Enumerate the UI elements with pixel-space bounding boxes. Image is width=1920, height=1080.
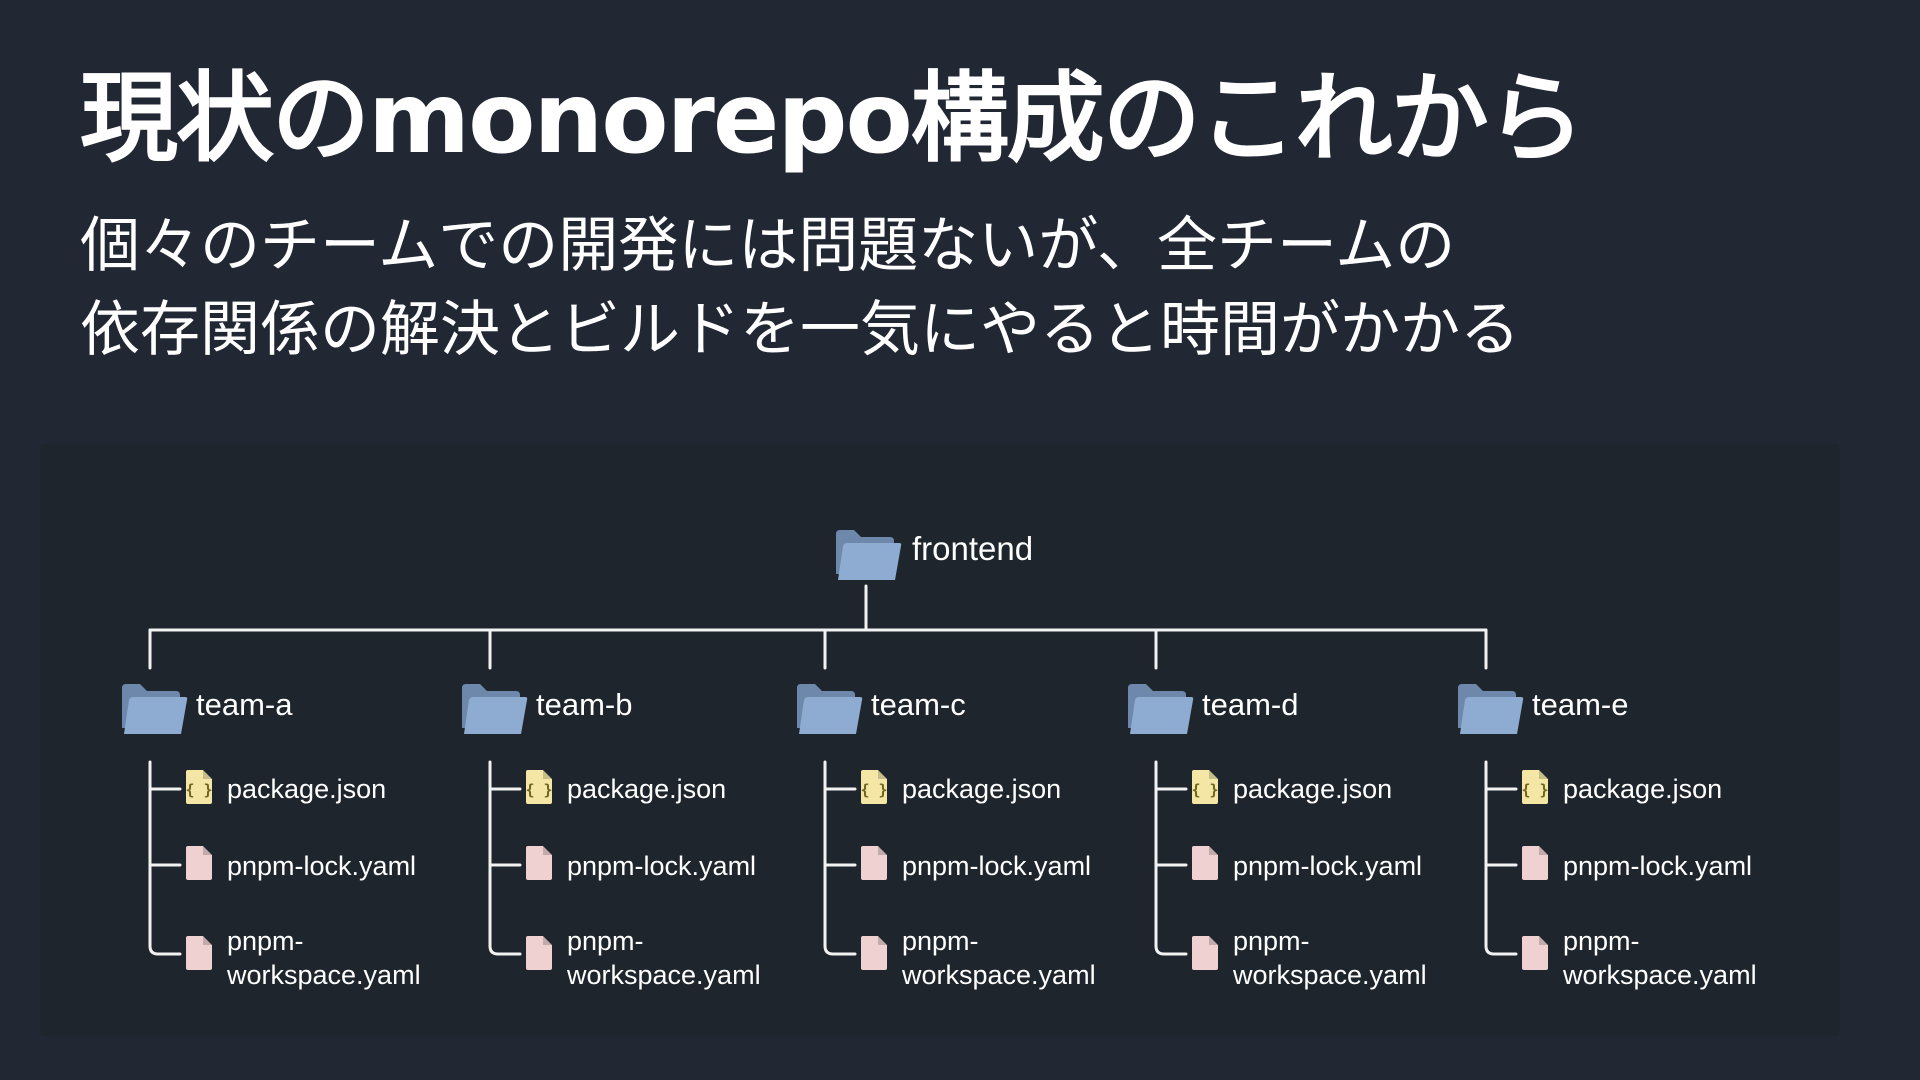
svg-text:{ }: { } [525,781,552,799]
file-label-1-3-1: pnpm- [227,926,304,956]
team-folder-icon-1 [122,684,188,734]
file-label-3-3-1: pnpm- [902,926,979,956]
file-label-2-3-2: workspace.yaml [566,960,761,990]
file-label-5-3-1: pnpm- [1563,926,1640,956]
file-label-5-1-1: package.json [1563,774,1722,804]
json-file-icon-5-1: { } [1521,770,1549,804]
team-folder-label-5: team-e [1532,687,1628,722]
yaml-file-icon-3-3 [861,936,887,970]
team-file-stem-3 [823,760,857,956]
file-label-3-2-1: pnpm-lock.yaml [902,851,1091,881]
json-file-icon-3-1: { } [860,770,888,804]
team-folder-icon-2 [462,684,528,734]
team-file-stem-1 [148,760,182,956]
file-label-4-3-1: pnpm- [1233,926,1310,956]
team-folder-label-4: team-d [1202,687,1298,722]
file-label-3-3-2: workspace.yaml [901,960,1096,990]
svg-text:{ }: { } [185,781,212,799]
file-label-5-2-1: pnpm-lock.yaml [1563,851,1752,881]
json-file-icon-2-1: { } [525,770,553,804]
yaml-file-icon-3-2 [861,846,887,880]
file-label-4-3-2: workspace.yaml [1232,960,1427,990]
yaml-file-icon-4-2 [1192,846,1218,880]
team-folder-label-1: team-a [196,687,293,722]
file-label-2-2-1: pnpm-lock.yaml [567,851,756,881]
team-folder-icon-5 [1458,684,1524,734]
file-label-4-1-1: package.json [1233,774,1392,804]
yaml-file-icon-5-2 [1522,846,1548,880]
file-label-2-1-1: package.json [567,774,726,804]
root-folder-label: frontend [912,530,1033,567]
svg-text:{ }: { } [1191,781,1218,799]
team-folder-label-2: team-b [536,687,632,722]
team-file-stem-2 [488,760,522,956]
yaml-file-icon-2-3 [526,936,552,970]
team-folder-icon-4 [1128,684,1194,734]
file-label-4-2-1: pnpm-lock.yaml [1233,851,1422,881]
root-folder-icon [836,530,902,580]
yaml-file-icon-4-3 [1192,936,1218,970]
file-label-1-2-1: pnpm-lock.yaml [227,851,416,881]
directory-tree-diagram: frontend team-a { } package.json pnpm-lock.y… [40,444,1840,1036]
file-label-5-3-2: workspace.yaml [1562,960,1757,990]
yaml-file-icon-1-2 [186,846,212,880]
file-label-1-1-1: package.json [227,774,386,804]
slide-subtitle: 個々のチームでの開発には問題ないが、全チームの 依存関係の解決とビルドを一気にや… [80,204,1860,372]
team-file-stem-4 [1154,760,1188,956]
file-label-1-3-2: workspace.yaml [226,960,421,990]
file-label-2-3-1: pnpm- [567,926,644,956]
directory-tree-svg: frontend team-a { } package.json pnpm-lock.y… [122,530,1757,990]
yaml-file-icon-2-2 [526,846,552,880]
yaml-file-icon-5-3 [1522,936,1548,970]
subtitle-line-1: 個々のチームでの開発には問題ないが、全チームの [80,211,1456,281]
file-label-3-1-1: package.json [902,774,1061,804]
team-file-stem-5 [1484,760,1518,956]
team-folder-icon-3 [797,684,863,734]
svg-text:{ }: { } [860,781,887,799]
team-folder-label-3: team-c [871,687,966,722]
json-file-icon-4-1: { } [1191,770,1219,804]
svg-text:{ }: { } [1521,781,1548,799]
subtitle-line-2: 依存関係の解決とビルドを一気にやると時間がかかる [80,295,1520,365]
yaml-file-icon-1-3 [186,936,212,970]
slide-title: 現状のmonorepo構成のこれから [80,62,1585,176]
json-file-icon-1-1: { } [185,770,213,804]
